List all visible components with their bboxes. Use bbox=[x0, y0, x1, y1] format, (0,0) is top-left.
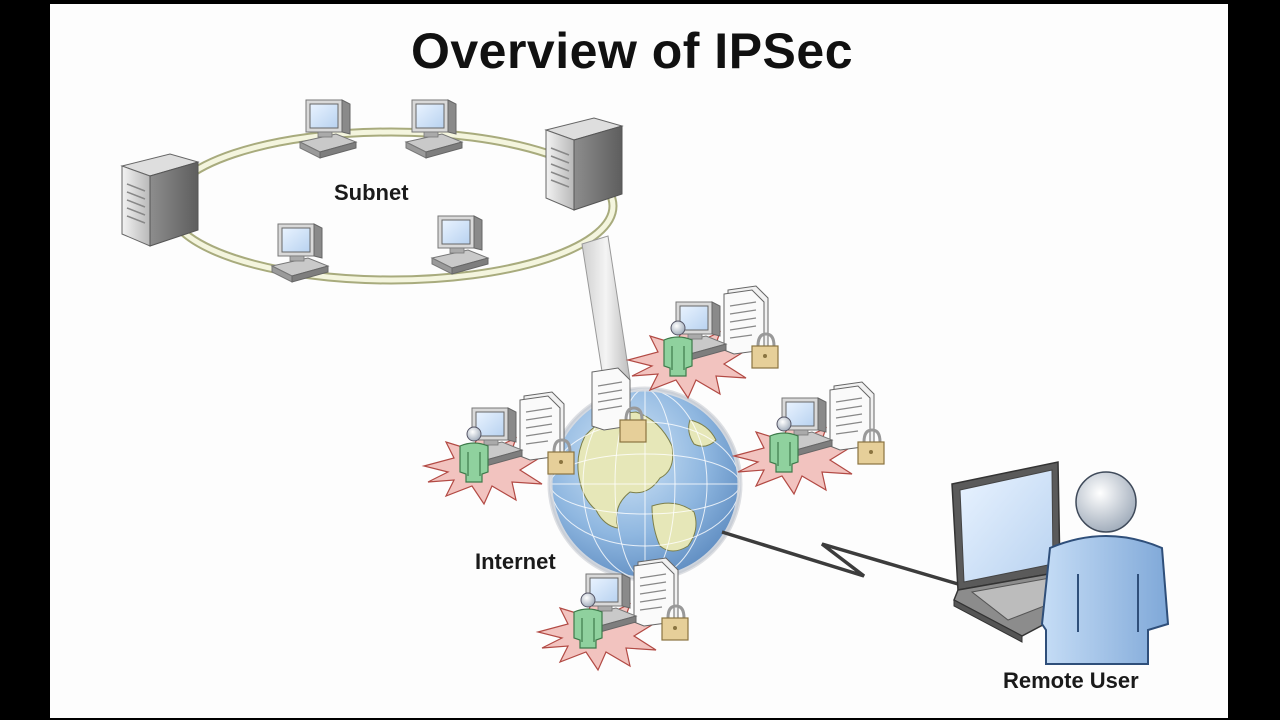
workstation-icon bbox=[299, 99, 357, 159]
globe-icon bbox=[547, 386, 743, 582]
remote-user-label: Remote User bbox=[1003, 668, 1139, 693]
secure-host-right bbox=[734, 382, 884, 494]
page-title: Overview of IPSec bbox=[410, 23, 854, 79]
padlock-icon bbox=[619, 406, 647, 443]
workstation-icon bbox=[431, 215, 489, 275]
secure-host-bottom bbox=[538, 558, 688, 670]
subnet-link bbox=[581, 235, 631, 385]
workstation-icon bbox=[271, 223, 329, 283]
subnet-label: Subnet bbox=[334, 180, 409, 205]
server-icon bbox=[545, 117, 623, 211]
internet-label: Internet bbox=[475, 549, 556, 574]
user-icon bbox=[1040, 471, 1170, 665]
server-icon bbox=[121, 153, 199, 247]
workstation-icon bbox=[405, 99, 463, 159]
remote-link bbox=[721, 530, 959, 586]
secure-host-top bbox=[628, 286, 778, 398]
document-icon bbox=[591, 367, 631, 431]
